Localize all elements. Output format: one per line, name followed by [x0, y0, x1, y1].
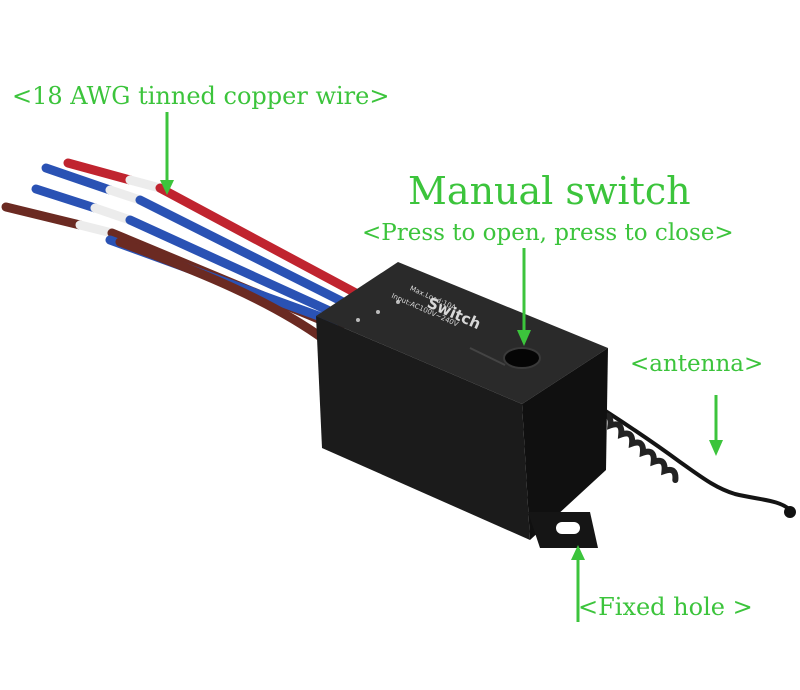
switch-housing: [316, 262, 608, 548]
wire-bundle: [1, 158, 370, 345]
wire-brown-top: [1, 202, 85, 230]
wire-label: <18 AWG tinned copper wire>: [12, 82, 390, 110]
fixed-hole: [556, 522, 580, 534]
fixed-hole-label: <Fixed hole >: [578, 593, 753, 621]
manual-switch-note: <Press to open, press to close>: [362, 220, 734, 246]
wire-blue-mid: [31, 184, 100, 213]
manual-switch-label: Manual switch: [408, 169, 691, 213]
wire-brown-low: [115, 237, 330, 345]
wire-blue-top: [41, 163, 115, 195]
antenna-label: <antenna>: [630, 351, 764, 377]
wire-red-top: [63, 158, 135, 185]
manual-switch-button: [503, 347, 541, 369]
annotation-arrows: [160, 112, 723, 622]
